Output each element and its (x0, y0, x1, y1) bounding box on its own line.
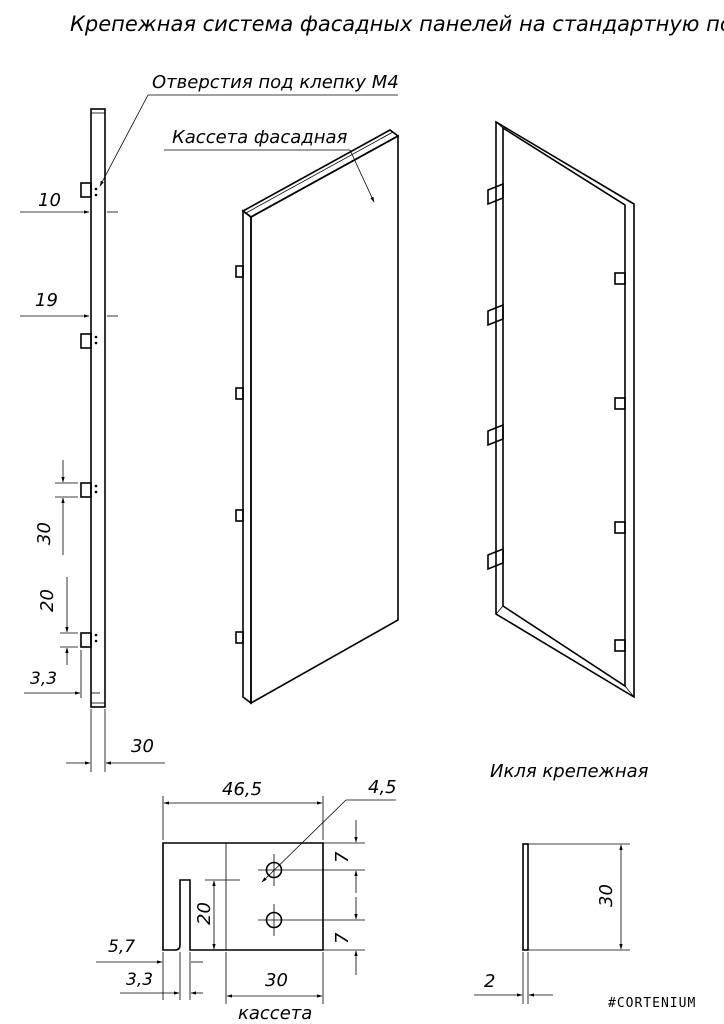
dim-detail-7b: 7 (332, 932, 353, 944)
drawing-title: Крепежная система фасадных панелей на ст… (70, 12, 724, 36)
cassette-label: Кассета фасадная (172, 127, 348, 148)
back-bracket-3 (487, 423, 504, 447)
dim-bracket-2: 2 (484, 971, 495, 992)
bracket-profile (522, 843, 529, 951)
side-bracket-3 (80, 482, 98, 498)
holes-label: Отверстия под клепку М4 (152, 72, 399, 93)
detail-outline (162, 842, 324, 951)
dim-side-30: 30 (34, 522, 55, 545)
dim-bracket-30: 30 (596, 884, 617, 907)
dim-detail-30: 30 (265, 970, 288, 991)
cassette-back-view (487, 120, 635, 699)
dim-side-19: 19 (35, 290, 58, 311)
cassette-bottom-label: кассета (238, 1003, 312, 1024)
dim-detail-3-3: 3,3 (126, 970, 153, 990)
fastening-bracket-view: Икля крепежная 30 2 (474, 761, 649, 1004)
dim-detail-4-5: 4,5 (368, 777, 397, 798)
watermark-text: #CORTENIUM (608, 996, 696, 1011)
dim-side-30-bottom: 30 (131, 736, 154, 757)
side-bracket-1 (80, 182, 98, 198)
side-bracket-4 (80, 632, 98, 648)
dim-side-3-3: 3,3 (30, 669, 57, 689)
dim-side-10: 10 (38, 190, 61, 211)
side-bracket-2 (80, 333, 98, 349)
side-view: Отверстия под клепку М4 10 19 30 20 3,3 … (20, 72, 399, 772)
back-bracket-4 (487, 547, 504, 571)
side-profile (90, 108, 106, 708)
back-bracket-2 (487, 303, 504, 327)
bracket-label: Икля крепежная (490, 761, 649, 782)
bracket-detail-view: 46,5 4,5 7 7 20 5,7 3,3 30 (96, 777, 397, 1024)
cassette-front-view: Кассета фасадная (164, 127, 400, 705)
dim-detail-20: 20 (194, 902, 215, 925)
dim-side-20: 20 (37, 589, 58, 612)
dim-detail-46-5: 46,5 (222, 779, 262, 800)
dim-detail-5-7: 5,7 (108, 937, 135, 957)
dim-detail-7a: 7 (332, 851, 353, 863)
back-bracket-1 (487, 182, 504, 206)
